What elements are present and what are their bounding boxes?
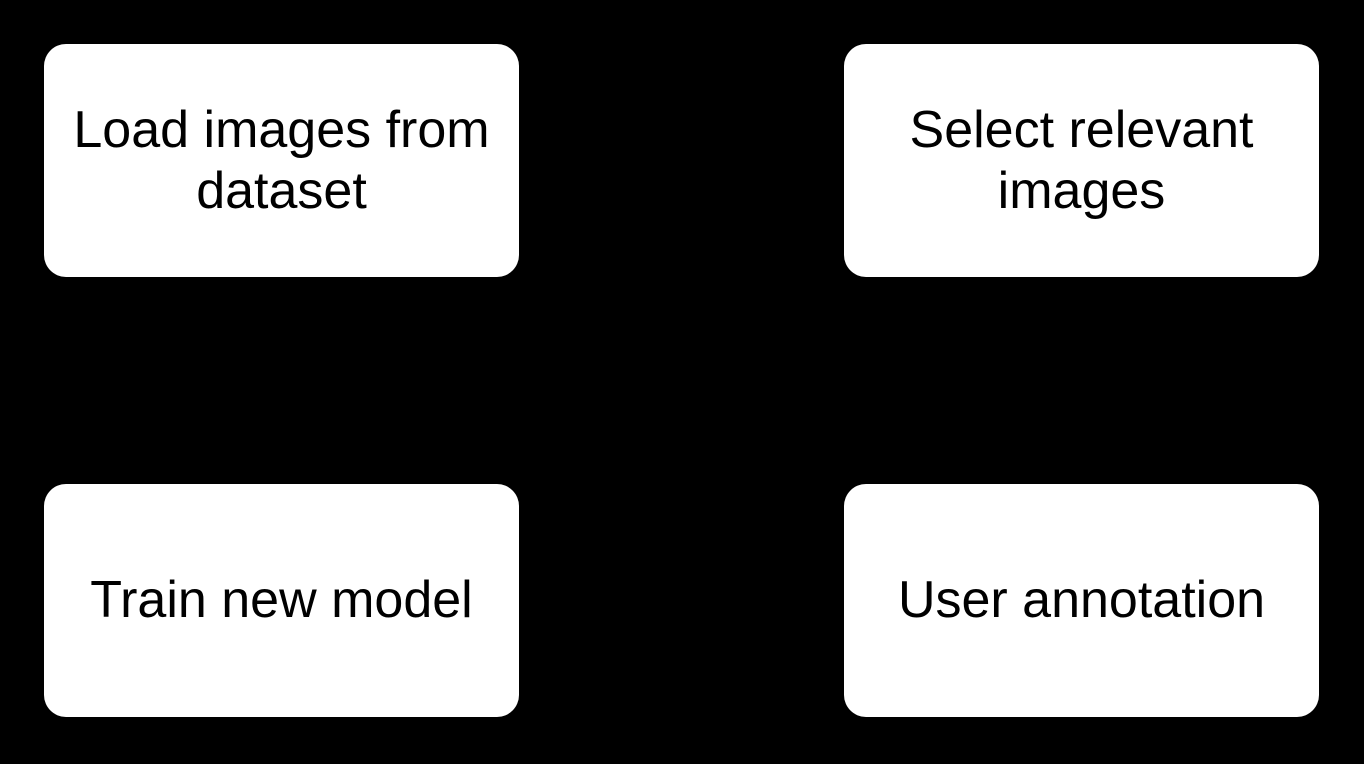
flowchart-node-user-annotation[interactable]: User annotation [844,484,1319,717]
flowchart-node-label: User annotation [897,571,1266,629]
flowchart-node-label: Train new model [90,571,473,629]
flowchart-node-select-relevant-images[interactable]: Select relevant images [844,44,1319,277]
flowchart-node-train-new-model[interactable]: Train new model [44,484,519,717]
flowchart-node-load-images-from-dataset[interactable]: Load images from dataset [44,44,519,277]
flowchart-node-label: Load images from dataset [73,100,490,220]
flowchart-node-label: Select relevant images [909,100,1254,220]
